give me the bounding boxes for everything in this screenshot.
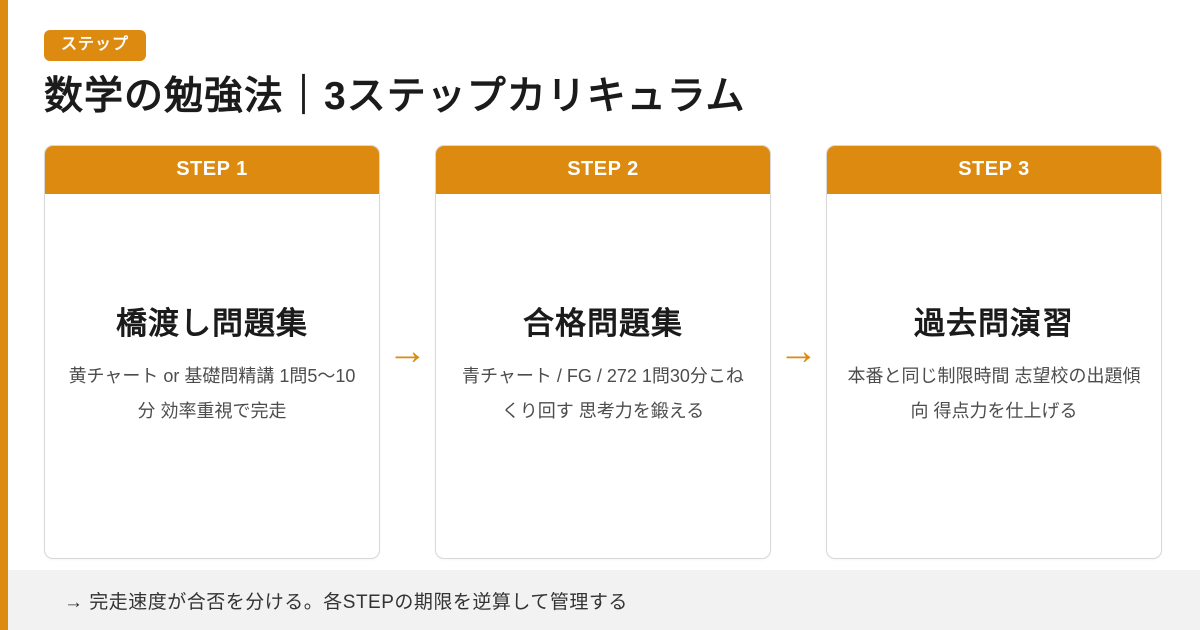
step-3-description: 本番と同じ制限時間 志望校の出題傾向 得点力を仕上げる [847,366,1141,422]
step-1-body: 橋渡し問題集 黄チャート or 基礎問精講 1問5〜10分 効率重視で完走 [45,194,379,558]
steps-row: STEP 1 橋渡し問題集 黄チャート or 基礎問精講 1問5〜10分 効率重… [44,144,1162,559]
step-1-header: STEP 1 [45,145,379,194]
footer-note: → 完走速度が合否を分ける。各STEPの期限を逆算して管理する [64,591,628,613]
step-card-3: STEP 3 過去問演習 本番と同じ制限時間 志望校の出題傾向 得点力を仕上げる [826,144,1162,559]
left-accent-bar [0,0,8,630]
page-title: 数学の勉強法｜3ステップカリキュラム [44,75,746,118]
step-1-description: 黄チャート or 基礎問精講 1問5〜10分 効率重視で完走 [68,366,356,422]
step-3-title: 過去問演習 [914,306,1074,342]
right-arrow-icon: → [778,329,819,374]
main-content: ステップ 数学の勉強法｜3ステップカリキュラム STEP 1 橋渡し問題集 黄チ… [44,30,1162,559]
category-badge: ステップ [44,30,147,61]
step-1-title: 橋渡し問題集 [116,306,308,342]
step-card-2: STEP 2 合格問題集 青チャート / FG / 272 1問30分こねくり回… [435,144,771,559]
step-2-title: 合格問題集 [523,306,683,342]
step-2-description: 青チャート / FG / 272 1問30分こねくり回す 思考力を鍛える [462,366,744,422]
step-3-header: STEP 3 [827,145,1161,194]
right-arrow-icon: → [387,329,428,374]
step-card-1: STEP 1 橋渡し問題集 黄チャート or 基礎問精講 1問5〜10分 効率重… [44,144,380,559]
footer-bar: → 完走速度が合否を分ける。各STEPの期限を逆算して管理する [8,570,1200,630]
step-2-header: STEP 2 [436,145,770,194]
step-2-body: 合格問題集 青チャート / FG / 272 1問30分こねくり回す 思考力を鍛… [436,194,770,558]
step-3-body: 過去問演習 本番と同じ制限時間 志望校の出題傾向 得点力を仕上げる [827,194,1161,558]
